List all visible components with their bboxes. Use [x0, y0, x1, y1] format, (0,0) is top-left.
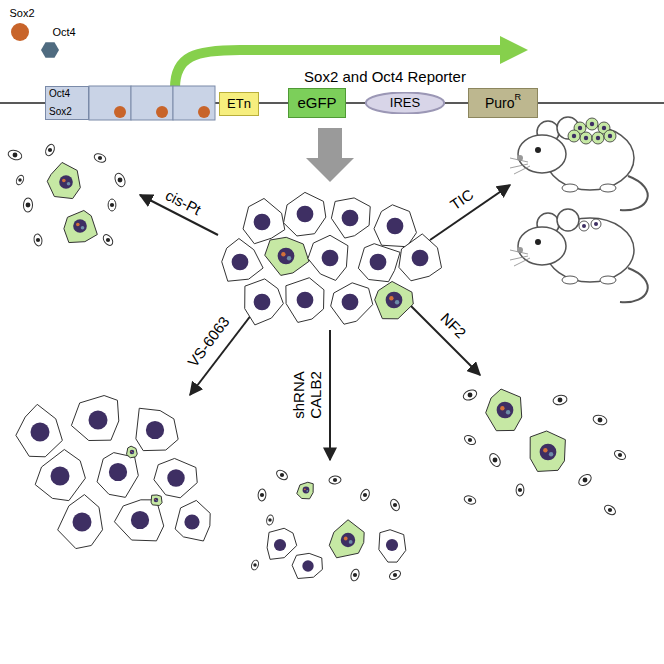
node-text: eGFP	[297, 95, 336, 111]
sox2-protein	[114, 106, 126, 118]
cell	[284, 192, 326, 236]
cell	[114, 500, 163, 541]
dying-cell	[359, 488, 371, 502]
dying-cell	[113, 172, 127, 188]
cell	[243, 198, 285, 243]
ires-ellipse: IRES	[365, 92, 445, 114]
treatment-arrow	[430, 185, 510, 240]
cell	[35, 449, 85, 500]
node-text: ETn	[227, 97, 251, 111]
treatment-label: cis-Pt	[163, 187, 204, 219]
dying-cell	[93, 152, 107, 164]
cell	[222, 239, 263, 282]
sox2-protein	[156, 106, 168, 118]
binding-site-box	[89, 86, 131, 120]
dying-cell	[516, 484, 524, 496]
mouse	[510, 117, 648, 210]
dying-cell	[463, 434, 477, 447]
mouse	[510, 209, 648, 302]
protein-label: Oct4	[52, 26, 75, 38]
cell	[331, 283, 373, 324]
cell	[358, 244, 400, 282]
protein-label: Sox2	[9, 7, 34, 19]
reporter-positive-cell	[64, 210, 97, 242]
cell	[374, 205, 416, 247]
reporter-positive-cell	[530, 431, 565, 471]
dying-cell	[613, 449, 627, 462]
treatment-arrow	[405, 300, 480, 375]
cell	[292, 553, 322, 578]
cell	[379, 530, 406, 562]
treatment-label: TIC	[447, 186, 476, 213]
reporter-positive-cell	[47, 162, 80, 198]
dying-cell	[7, 149, 23, 162]
cell	[245, 279, 284, 325]
cell	[154, 458, 197, 497]
dying-cell	[33, 233, 43, 246]
reporter-positive-cell	[486, 389, 522, 431]
dying-cell	[552, 394, 568, 406]
cell	[308, 235, 348, 280]
dying-cell	[250, 559, 259, 571]
cells	[7, 143, 627, 582]
dying-cell	[577, 472, 594, 488]
binding-site-box: Oct4Sox2	[45, 86, 89, 120]
dying-cell	[388, 569, 402, 582]
cell	[399, 234, 442, 281]
node-text: Puro	[485, 96, 515, 111]
dying-cell	[275, 468, 289, 481]
dying-cell	[329, 476, 342, 485]
cell	[267, 528, 297, 559]
cell	[97, 453, 138, 498]
dying-cell	[592, 414, 608, 427]
node-text: Oct4	[49, 89, 70, 100]
cell	[286, 278, 324, 323]
reporter-positive-cell	[297, 482, 313, 499]
reporter-positive-cell	[375, 281, 414, 318]
reporter-positive-cell	[329, 520, 364, 558]
node-text: Sox2	[49, 107, 72, 118]
cell	[136, 408, 178, 450]
dying-cell	[108, 199, 116, 211]
dying-cell	[258, 489, 267, 502]
dying-cell	[44, 143, 56, 157]
construct-label: Sox2 and Oct4 Reporter	[304, 69, 466, 86]
oct4-protein	[41, 42, 59, 58]
resistance-box: PuroR	[468, 88, 538, 118]
element-box: ETn	[219, 92, 259, 116]
cell	[16, 404, 63, 456]
transcription-arrowhead	[500, 36, 528, 64]
treatment-arrow	[329, 330, 331, 460]
dying-cell	[23, 198, 32, 212]
treatment-label: VS-6063	[185, 314, 233, 371]
dying-cell	[101, 233, 114, 247]
reporter-positive-cell	[151, 495, 162, 506]
node-text: IRES	[390, 96, 420, 110]
sox2-protein	[11, 23, 29, 41]
dying-cell	[266, 514, 274, 525]
reporter-positive-cell	[265, 237, 309, 275]
gene-box: eGFP	[288, 88, 346, 118]
reporter-positive-cell	[127, 446, 138, 458]
binding-site-box	[131, 86, 173, 120]
dying-cell	[462, 388, 478, 402]
dying-cell	[350, 568, 361, 582]
transcription-arrow	[175, 50, 502, 88]
dying-cell	[463, 494, 477, 506]
binding-site-box	[173, 86, 215, 120]
superscript: R	[515, 93, 522, 103]
down-arrow	[306, 128, 354, 182]
dying-cell	[487, 452, 502, 469]
cell	[58, 495, 103, 549]
dying-cell	[15, 174, 25, 186]
cell	[331, 198, 370, 238]
sox2-protein	[198, 106, 210, 118]
dying-cell	[389, 498, 401, 512]
cell	[71, 396, 118, 441]
dying-cell	[603, 503, 617, 516]
cell	[175, 500, 210, 541]
treatment-label: shRNA CALB2	[291, 365, 324, 425]
